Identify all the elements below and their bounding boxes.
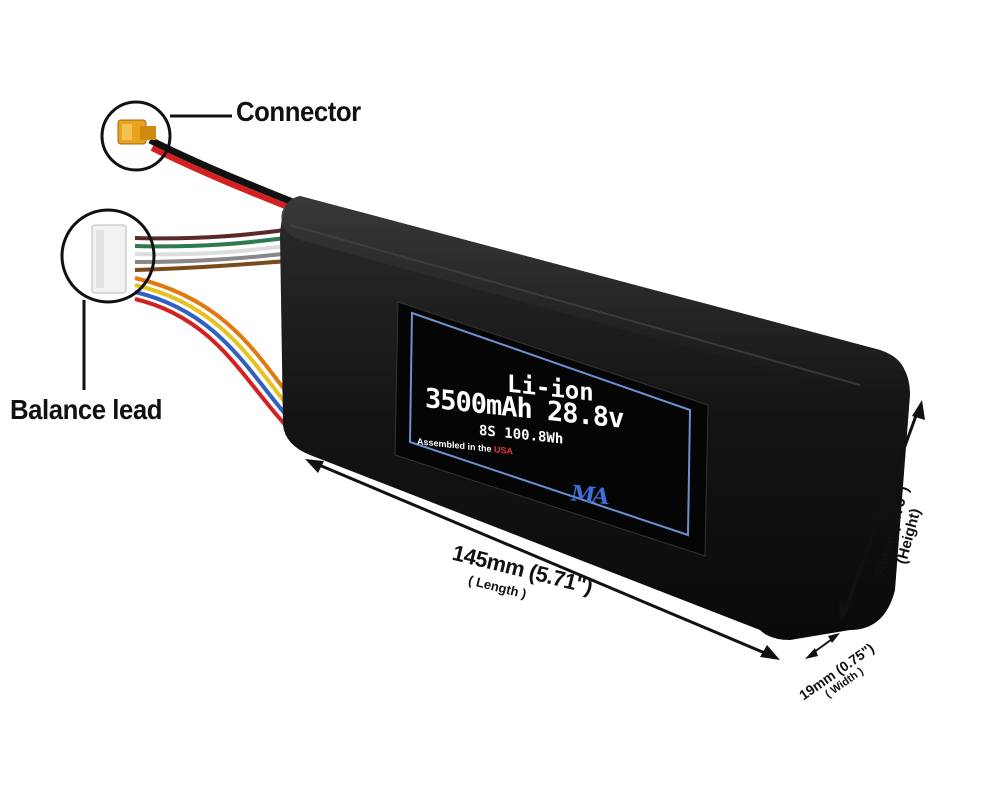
dimension-arrows bbox=[305, 400, 925, 660]
balance-lead-callout-label: Balance lead bbox=[10, 394, 162, 425]
connector-callout-label: Connector bbox=[236, 96, 361, 127]
balance-plug bbox=[91, 224, 127, 294]
balance-wires bbox=[134, 226, 302, 430]
assembled-usa: USA bbox=[494, 444, 514, 457]
callout-graphics bbox=[60, 100, 232, 390]
xt-connector bbox=[117, 119, 156, 145]
battery-body bbox=[280, 196, 910, 640]
battery-label: Li-ion 3500mAh 28.8v 8S 100.8Wh Assemble… bbox=[415, 318, 685, 510]
main-wires bbox=[148, 136, 302, 215]
brand-logo: MA bbox=[571, 480, 607, 511]
